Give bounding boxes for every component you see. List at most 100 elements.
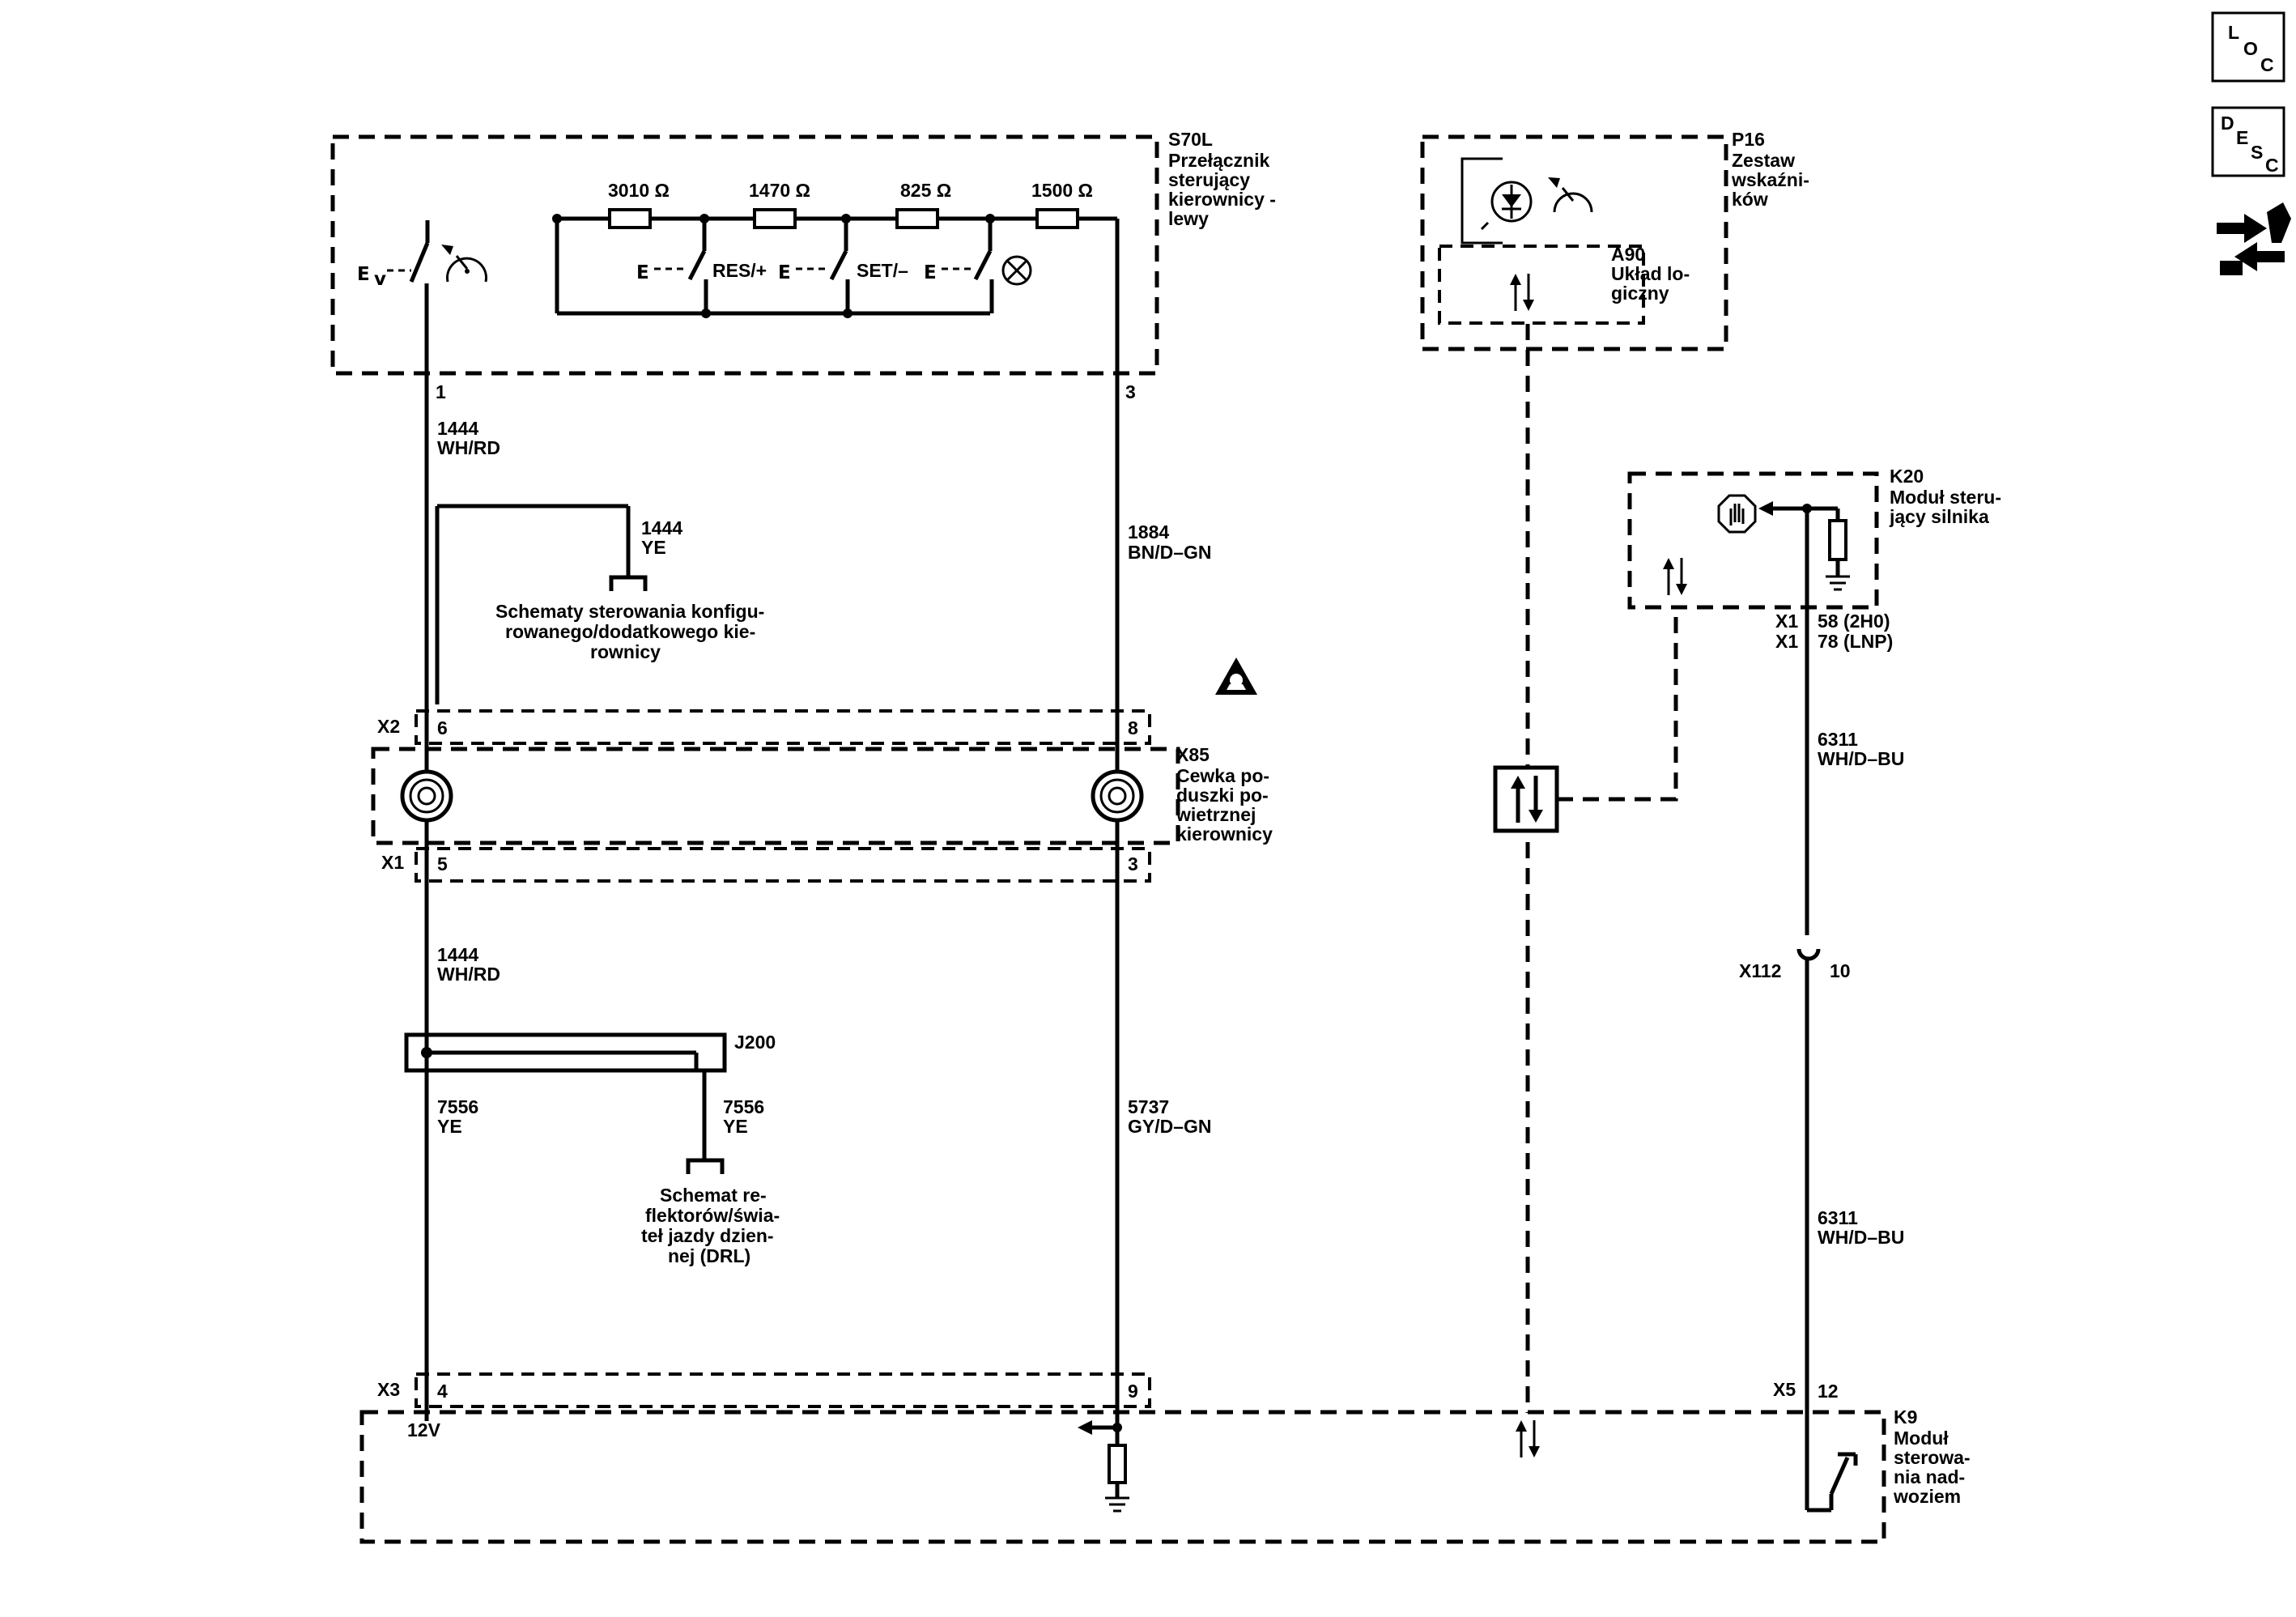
actuator-e-2: E (778, 262, 791, 283)
x85-x1-label: X1 (381, 852, 404, 873)
x85-airbag-coil: X2 6 8 X1 5 3 X85 Cewka po- duszki po- w… (371, 381, 1273, 883)
a90-name-1: Układ lo- (1611, 263, 1690, 284)
wire-7556-l-color: YE (437, 1116, 462, 1137)
ref-config-3: rownicy (590, 641, 661, 662)
k9-name-3: nia nad- (1894, 1466, 1965, 1487)
s70l-name-2: sterujący (1168, 169, 1250, 190)
connector-tool-icon[interactable] (2217, 202, 2291, 275)
k20-conn-1: X1 (1775, 611, 1798, 632)
x85-x2-pin-right: 8 (1128, 717, 1138, 738)
svg-text:v: v (374, 269, 386, 290)
k9-x3-label: X3 (377, 1379, 400, 1400)
x85-x1-pin-right: 3 (1128, 853, 1138, 874)
k20-engine-module: K20 Moduł steru- jący silnika X1 X1 58 (… (1627, 466, 2001, 652)
ref-config-2: rowanego/dodatkowego kie- (505, 621, 755, 642)
actuator-e-1: E (636, 262, 649, 283)
p16-name-2: wskaźni- (1731, 169, 1809, 190)
resistor-1500-label: 1500 Ω (1031, 180, 1093, 201)
x112-pin: 10 (1830, 960, 1851, 981)
p16-id: P16 (1732, 129, 1765, 150)
k20-name-2: jący silnika (1889, 506, 1989, 527)
k9-name-2: sterowa- (1894, 1447, 1971, 1468)
x85-name-1: Cewka po- (1176, 765, 1269, 786)
k9-name-1: Moduł (1894, 1428, 1949, 1449)
ref-config-1: Schematy sterowania konfigu- (495, 601, 764, 622)
k20-pin-1: 58 (2H0) (1818, 611, 1890, 632)
resistor-3010 (608, 208, 652, 229)
resistor-1470-label: 1470 Ω (749, 180, 810, 201)
k20-pin-2: 78 (LNP) (1818, 631, 1893, 652)
k9-body-control-module: X3 4 9 X5 12 12V K9 Moduł sterowa- nia n… (359, 1372, 1971, 1544)
a90-name-2: giczny (1611, 283, 1669, 304)
s70l-switch-module: S70L Przełącznik sterujący kierownicy - … (330, 129, 1276, 402)
gateway-module-box (1493, 765, 1559, 833)
wire-5737-color: GY/D–GN (1128, 1116, 1212, 1137)
main-switch-actuator: E (357, 264, 370, 285)
cruise-control-icon (441, 245, 487, 283)
loc-letter-2: O (2243, 38, 2258, 59)
ref-drl-4: nej (DRL) (668, 1245, 750, 1266)
wire-1444-ye-num: 1444 (641, 517, 682, 538)
k9-x3-pin-right: 9 (1128, 1381, 1138, 1402)
p16-instrument-cluster: P16 Zestaw wskaźni- ków A90 Układ lo- gi… (1420, 129, 1809, 351)
wire-1444-b-color: WH/RD (437, 964, 500, 985)
k20-pullup-resistor (1828, 519, 1847, 561)
loc-letter-1: L (2228, 22, 2239, 43)
wire-6311-run: 6311 WH/D–BU X112 10 6311 WH/D–BU (1739, 509, 1904, 1510)
k9-id: K9 (1894, 1406, 1917, 1428)
loc-button[interactable]: L O C (2211, 11, 2285, 83)
x85-name-3: wietrznej (1176, 804, 1256, 825)
wire-7556-r-num: 7556 (723, 1096, 764, 1117)
x85-name-2: duszki po- (1176, 785, 1269, 806)
clock-spring-right-icon (1091, 769, 1144, 823)
switch-set-label: SET/– (857, 260, 908, 281)
k20-name-1: Moduł steru- (1890, 487, 2001, 508)
s70l-name-1: Przełącznik (1168, 150, 1269, 171)
wire-5737-num: 5737 (1128, 1096, 1169, 1117)
j200-splice-section: J200 1444 WH/RD 7556 YE 7556 YE Schemat … (404, 883, 780, 1417)
serial-data-line (1493, 324, 1678, 1413)
wire-7556-r-color: YE (723, 1116, 748, 1137)
resistor-825 (895, 208, 939, 229)
desc-letter-2: E (2236, 127, 2248, 148)
k9-x3-pin-left: 4 (437, 1381, 448, 1402)
ref-drl-1: Schemat re- (660, 1185, 767, 1206)
k9-x5-label: X5 (1773, 1379, 1796, 1400)
k20-conn-2: X1 (1775, 631, 1798, 652)
ref-drl-3: teł jazdy dzien- (641, 1225, 774, 1246)
resistor-1470 (753, 208, 797, 229)
cruise-indicator-icon (1548, 177, 1593, 213)
loc-letter-3: C (2260, 54, 2274, 75)
x85-id: X85 (1176, 744, 1210, 765)
resistor-825-label: 825 Ω (900, 180, 951, 201)
s70l-pin-left: 1 (436, 381, 446, 402)
k9-x5-pin: 12 (1818, 1381, 1839, 1402)
k20-id: K20 (1890, 466, 1924, 487)
s70l-name-3: kierownicy - (1168, 189, 1276, 210)
right-wire-labels: 1884 BN/D–GN 5737 GY/D–GN (1115, 521, 1212, 1417)
k9-data-arrows-icon (1516, 1420, 1540, 1457)
ref-drl-2: flektorów/świa- (645, 1205, 780, 1226)
wire-6311-b-color: WH/D–BU (1818, 1227, 1904, 1248)
s70l-pin-right: 3 (1125, 381, 1136, 402)
p16-name-1: Zestaw (1732, 150, 1795, 171)
resistor-1500 (1035, 208, 1079, 229)
desc-letter-1: D (2221, 113, 2234, 134)
s70l-id: S70L (1168, 129, 1213, 150)
x85-x1-pin-left: 5 (437, 853, 448, 874)
switch-res-label: RES/+ (712, 260, 767, 281)
stop-hand-icon (1717, 494, 1757, 534)
a90-id: A90 (1611, 244, 1645, 265)
actuator-e-3: E (924, 262, 937, 283)
desc-button[interactable]: D E S C (2211, 106, 2285, 177)
wire-7556-l-num: 7556 (437, 1096, 478, 1117)
wire-1444-a-num: 1444 (437, 418, 478, 439)
x85-name-4: kierownicy (1176, 823, 1273, 845)
a90-data-arrows-icon (1510, 274, 1534, 311)
x85-x2-label: X2 (377, 716, 400, 737)
x112-id: X112 (1739, 960, 1781, 981)
s70l-name-4: lewy (1168, 208, 1209, 229)
wire-6311-a-num: 6311 (1818, 729, 1858, 750)
left-circuit: 1444 WH/RD 1444 YE Schematy sterowania k… (424, 381, 764, 713)
